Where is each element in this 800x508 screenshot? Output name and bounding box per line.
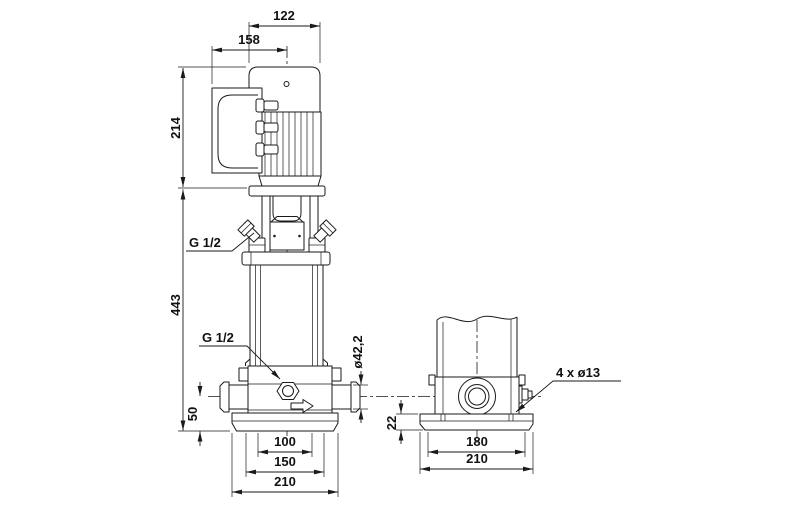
suction-port-flange bbox=[219, 381, 230, 413]
dim-214: 214 bbox=[168, 66, 247, 189]
motor-flange bbox=[248, 185, 326, 197]
side-plug bbox=[518, 385, 533, 404]
callout-vent-plug: G 1/2 bbox=[186, 232, 255, 252]
dim-22: 22 bbox=[384, 400, 423, 444]
coupling-screw-icon bbox=[273, 234, 276, 238]
base-shoulder-left bbox=[238, 367, 249, 382]
front-view bbox=[211, 66, 361, 432]
dim-158-label: 158 bbox=[238, 32, 260, 47]
vent-plug-right bbox=[313, 219, 337, 243]
motor bbox=[211, 66, 326, 197]
drain-plug bbox=[276, 382, 300, 400]
head-flange bbox=[241, 251, 331, 266]
dim-210-front-label: 210 bbox=[274, 474, 296, 489]
base-plate-side bbox=[419, 413, 534, 431]
dim-50: 50 bbox=[185, 382, 203, 446]
callout-drain-plug: G 1/2 bbox=[199, 330, 281, 380]
coupling-screw-icon bbox=[298, 234, 301, 238]
pump-base bbox=[219, 365, 361, 432]
dimensions-side: 22 180 210 4 x ø13 bbox=[384, 365, 621, 474]
discharge-port-flange bbox=[350, 381, 361, 413]
cable-gland bbox=[255, 142, 279, 157]
dim-180-label: 180 bbox=[466, 434, 488, 449]
dim-443-label: 443 bbox=[168, 294, 183, 316]
cable-gland bbox=[255, 98, 279, 113]
drain-plug-label: G 1/2 bbox=[202, 330, 234, 345]
coupling-top bbox=[270, 216, 304, 223]
flow-arrow-icon bbox=[290, 399, 314, 413]
coupling-guard bbox=[272, 195, 302, 222]
motor-body bbox=[258, 111, 322, 177]
vent-plug-label: G 1/2 bbox=[189, 235, 221, 250]
base-section bbox=[419, 374, 534, 431]
terminal-box bbox=[211, 87, 263, 174]
motor-end-bell bbox=[258, 175, 322, 187]
dim-22-label: 22 bbox=[384, 416, 399, 430]
suction-port bbox=[228, 384, 249, 410]
chamber-sleeve bbox=[245, 264, 328, 367]
dim-210-side-label: 210 bbox=[466, 451, 488, 466]
dim-100-label: 100 bbox=[274, 434, 296, 449]
break-line bbox=[436, 315, 518, 323]
dimensions-front: 122 158 214 443 50 ø42,2 bbox=[168, 8, 368, 497]
dim-122: 122 bbox=[248, 8, 321, 63]
dim-150: 150 bbox=[245, 433, 325, 477]
dim-150-label: 150 bbox=[274, 454, 296, 469]
dim-210-side: 210 bbox=[419, 432, 534, 474]
discharge-port bbox=[331, 384, 352, 410]
dim-dia-label: ø42,2 bbox=[350, 335, 365, 368]
dim-50-label: 50 bbox=[185, 407, 200, 421]
terminal-box-cover bbox=[217, 94, 258, 169]
cable-gland bbox=[255, 120, 279, 135]
dim-210-front: 210 bbox=[231, 433, 339, 497]
callout-bolt-holes: 4 x ø13 bbox=[515, 365, 621, 413]
vent-plug-left bbox=[237, 219, 261, 243]
base-lug-right bbox=[518, 374, 526, 386]
dim-180: 180 bbox=[427, 432, 526, 457]
dim-122-label: 122 bbox=[273, 8, 295, 23]
base-body-side bbox=[434, 376, 520, 415]
dim-443: 443 bbox=[168, 189, 230, 432]
dim-port-diameter: ø42,2 bbox=[350, 335, 368, 423]
cable-glands bbox=[255, 98, 279, 157]
base-lug-left bbox=[428, 374, 436, 386]
pump-head bbox=[237, 195, 337, 266]
base-shoulder-right bbox=[331, 367, 342, 382]
lifting-eye-icon bbox=[283, 81, 290, 87]
dim-214-label: 214 bbox=[168, 116, 183, 138]
sleeve-section bbox=[436, 315, 518, 377]
bolt-holes-label: 4 x ø13 bbox=[556, 365, 600, 380]
dim-100: 100 bbox=[257, 433, 313, 457]
dim-158: 158 bbox=[211, 32, 287, 84]
base-plate bbox=[231, 412, 339, 432]
side-view bbox=[419, 315, 534, 431]
